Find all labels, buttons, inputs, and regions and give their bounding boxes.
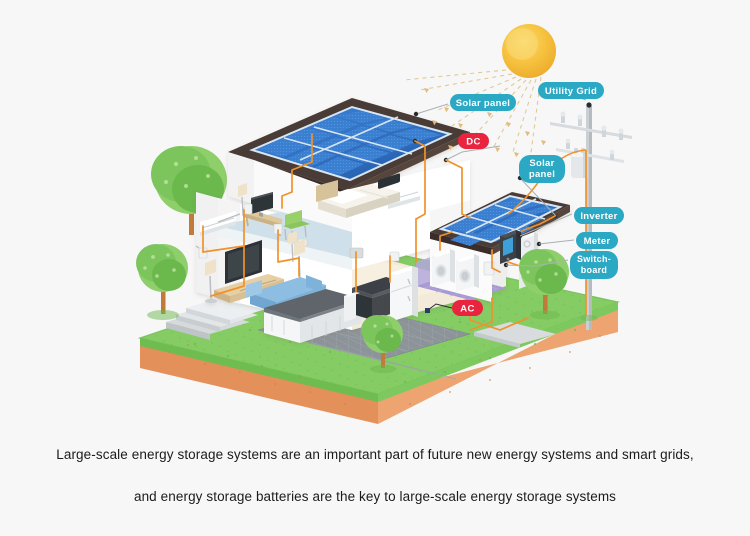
insulators-lower: [565, 138, 615, 160]
label-solar-panel-lower-line1: Solar: [529, 158, 554, 169]
tree-front: [361, 315, 403, 373]
washer-dryer: [432, 249, 479, 292]
caption-block: Large-scale energy storage systems are a…: [0, 447, 750, 505]
inverter-box: [500, 230, 521, 264]
label-utility-grid[interactable]: Utility Grid: [538, 82, 604, 99]
label-solar-panel-upper[interactable]: Solar panel: [450, 94, 516, 111]
label-meter-text: Meter: [584, 236, 611, 247]
badge-dc[interactable]: DC: [458, 133, 489, 149]
label-leader-lines: [415, 95, 587, 267]
sun: [502, 24, 556, 78]
label-meter[interactable]: Meter: [576, 232, 618, 249]
label-solar-panel-upper-text: Solar panel: [456, 98, 511, 109]
house-cutaway: [196, 98, 570, 343]
kitchen-cabinets: [344, 292, 360, 322]
ac-leader-endpoint: [425, 308, 430, 313]
entrance-steps: [166, 297, 266, 340]
label-switchboard[interactable]: Switch- board: [570, 251, 618, 279]
label-solar-panel-lower[interactable]: Solar panel: [519, 155, 565, 183]
soil-texture: [169, 335, 601, 405]
solar-cells-upper: [258, 111, 442, 175]
label-utility-grid-text: Utility Grid: [545, 86, 597, 97]
bed: [316, 180, 400, 218]
caption-line-2: and energy storage batteries are the key…: [133, 489, 617, 505]
label-solar-panel-lower-line2: panel: [529, 169, 555, 180]
tree-right: [519, 249, 569, 320]
badge-ac-text: AC: [460, 304, 475, 315]
caption-line-1: Large-scale energy storage systems are a…: [56, 447, 694, 462]
refrigerator: [390, 266, 418, 322]
insulators-upper: [560, 111, 624, 140]
desk-and-monitor: [243, 192, 282, 237]
tree-small-left: [136, 244, 188, 320]
badge-dc-text: DC: [466, 137, 481, 148]
badge-ac-leader: [427, 303, 453, 311]
badge-ac[interactable]: AC: [452, 300, 483, 316]
wall-outlets: [198, 203, 400, 262]
label-switchboard-line2: board: [581, 265, 608, 275]
label-inverter[interactable]: Inverter: [574, 207, 624, 224]
conduit-lines: [195, 213, 241, 249]
desk-chair: [283, 210, 310, 243]
label-inverter-text: Inverter: [580, 211, 617, 222]
floor-lamp-gable: [238, 183, 247, 217]
label-switchboard-line1: Switch-: [577, 254, 611, 264]
